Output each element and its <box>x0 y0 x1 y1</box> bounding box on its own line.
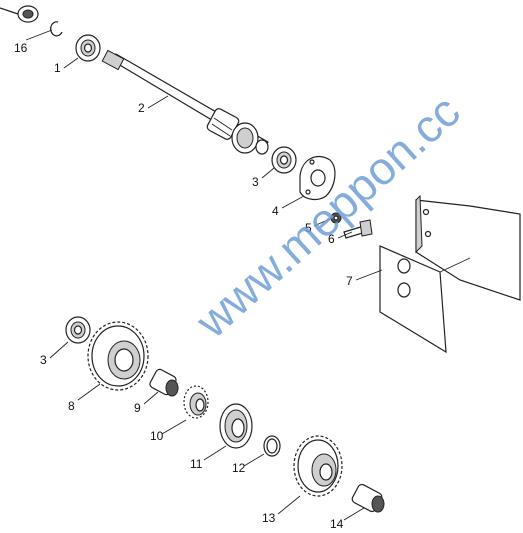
part-3-bearing-lower <box>65 316 91 344</box>
callout-3-upper: 3 <box>252 175 259 189</box>
callout-10: 10 <box>150 429 164 443</box>
part-7-bracket <box>379 194 521 354</box>
part-1-bearing <box>75 34 101 62</box>
part-12-ring <box>263 435 281 457</box>
callout-9: 9 <box>134 401 141 415</box>
callout-4: 4 <box>272 204 279 218</box>
callout-16: 16 <box>14 41 28 55</box>
callout-12: 12 <box>232 461 246 475</box>
callout-1: 1 <box>54 61 61 75</box>
part-8-large-gear <box>87 321 149 391</box>
part-9-roller-bearing <box>149 368 179 397</box>
leader-lines <box>25 29 383 521</box>
callout-13: 13 <box>262 511 276 525</box>
part-10-small-gear <box>183 385 209 419</box>
part-16-bushing <box>0 5 39 23</box>
part-16-snap-ring <box>50 21 63 37</box>
part-2-shaft <box>101 49 269 155</box>
callout-7: 7 <box>346 274 353 288</box>
part-6-bolt <box>343 219 373 239</box>
callout-8: 8 <box>68 399 75 413</box>
callout-14: 14 <box>330 517 344 531</box>
part-5-washer <box>330 212 342 224</box>
part-4-retainer-plate <box>299 155 336 201</box>
part-13-gear <box>293 435 343 497</box>
callout-3-lower: 3 <box>40 353 47 367</box>
part-14-roller-bearing <box>351 483 385 513</box>
callout-6: 6 <box>328 232 335 246</box>
callout-11: 11 <box>190 457 203 471</box>
callout-2: 2 <box>138 101 145 115</box>
part-3-bearing-upper <box>271 146 297 174</box>
callout-5: 5 <box>305 221 312 235</box>
part-11-sleeve <box>219 403 253 449</box>
